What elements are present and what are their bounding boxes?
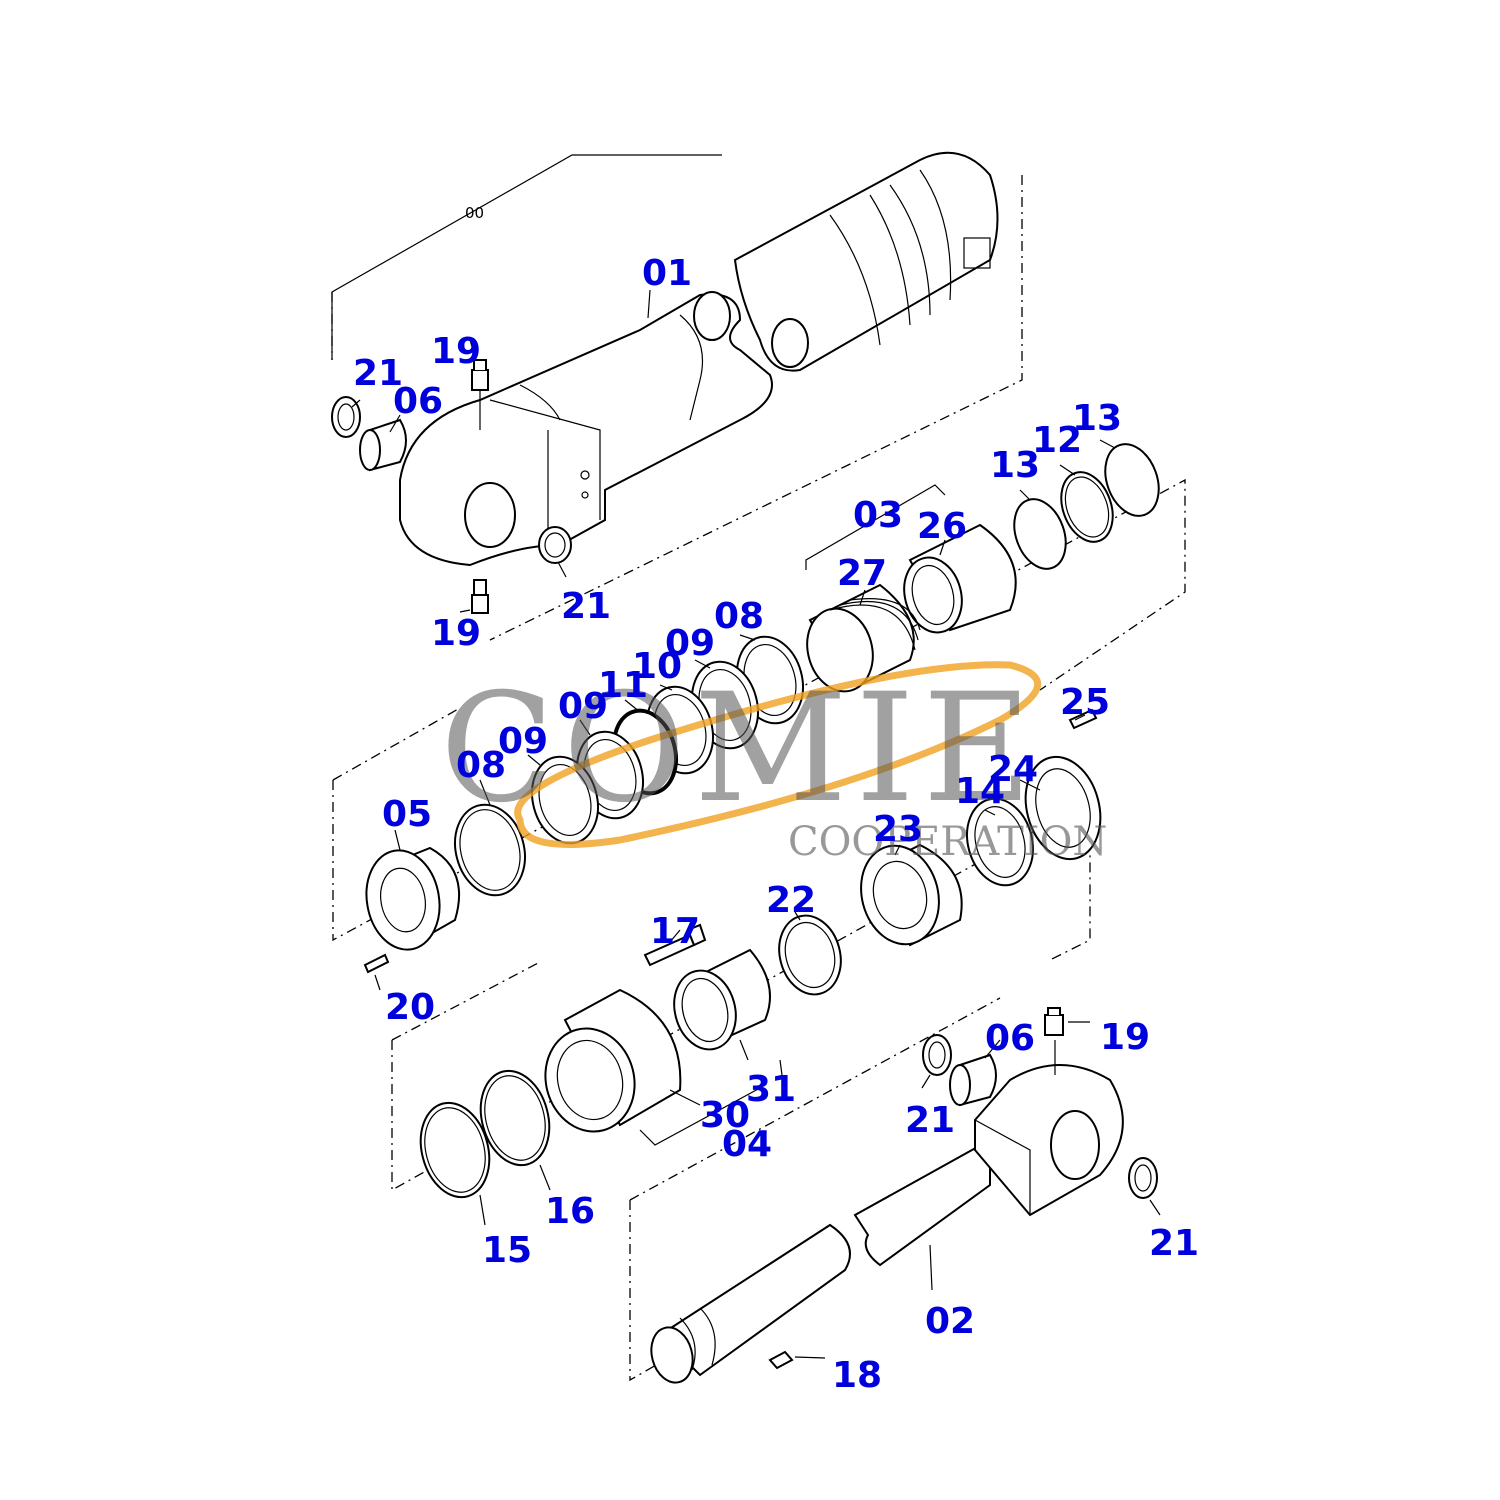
label-12: 12 [1032,420,1082,461]
seal-27 [806,583,921,693]
dust-seal-rod-right [1128,1157,1158,1199]
watermark-main-text: COMIE [440,662,1040,836]
retainer-24 [1024,755,1102,861]
bushing-rod [949,1053,997,1107]
bushing-26 [903,523,1017,634]
packing-12 [1060,471,1114,543]
bushing-31 [673,948,771,1051]
label-21-top-right: 21 [561,586,611,627]
label-assembly: 00 [465,204,484,222]
ring-15 [419,1101,491,1199]
label-21-top-left: 21 [353,353,403,394]
bolt-17 [643,923,707,967]
label-08-upper: 08 [714,596,764,637]
watermark: COMIE COOPERATION [440,661,1107,865]
label-24: 24 [988,749,1038,790]
label-23: 23 [873,809,923,850]
dust-seal-rod-left [922,1034,952,1076]
dust-seal-right-top [538,526,572,564]
piston-rod-02 [650,1040,1124,1384]
label-09-upper: 09 [665,623,715,664]
bushing-top [359,418,407,472]
label-21-rod-right: 21 [1149,1223,1199,1264]
assembly-bracket [331,154,722,360]
label-06-rod: 06 [985,1018,1035,1059]
label-25: 25 [1060,682,1110,723]
label-04: 04 [722,1124,772,1165]
wear-ring-13-a [1013,498,1067,570]
leader-lines [351,289,1161,1359]
grease-fitting-bottom [471,579,489,614]
part-labels: 00 01 02 03 04 05 06 06 08 08 09 09 09 1… [353,204,1199,1396]
label-21-rod-left: 21 [905,1100,955,1141]
set-screw-20 [363,953,390,974]
label-08-lower: 08 [456,745,506,786]
label-30: 30 [700,1095,750,1136]
label-13-b: 13 [1072,398,1122,439]
wear-ring-13-b [1104,443,1160,517]
dust-seal-left-top [331,396,361,438]
label-01: 01 [642,253,692,294]
cushion-23 [860,843,963,947]
label-20: 20 [385,987,435,1028]
label-14: 14 [955,771,1005,812]
label-27: 27 [837,553,887,594]
bracket-03 [805,484,946,570]
seal-14 [966,797,1034,887]
label-09-middle: 09 [558,686,608,727]
label-19-rod: 19 [1100,1017,1150,1058]
nut-05 [365,846,461,951]
label-03: 03 [853,495,903,536]
label-19-bottom: 19 [431,613,481,654]
watermark-sub-text: COOPERATION [788,819,1107,865]
label-17: 17 [650,911,700,952]
ring-08-lower [454,803,526,897]
label-31: 31 [746,1069,796,1110]
label-26: 26 [917,506,967,547]
ring-22 [778,914,842,996]
label-06-top: 06 [393,381,443,422]
grease-fitting-top [471,359,489,430]
label-09-lower: 09 [498,721,548,762]
screw-25 [1068,708,1098,730]
ring-16 [479,1069,551,1167]
grease-fitting-rod [1044,1007,1064,1036]
cylinder-tube [399,151,999,567]
label-02: 02 [925,1301,975,1342]
piston-30 [544,988,761,1146]
label-13-a: 13 [990,445,1040,486]
label-19-top: 19 [431,331,481,372]
label-15: 15 [482,1230,532,1271]
label-18: 18 [832,1355,882,1396]
label-05: 05 [382,794,432,835]
label-11: 11 [598,665,648,706]
label-16: 16 [545,1191,595,1232]
key-18 [768,1350,794,1370]
label-22: 22 [766,880,816,921]
label-10: 10 [632,646,682,687]
